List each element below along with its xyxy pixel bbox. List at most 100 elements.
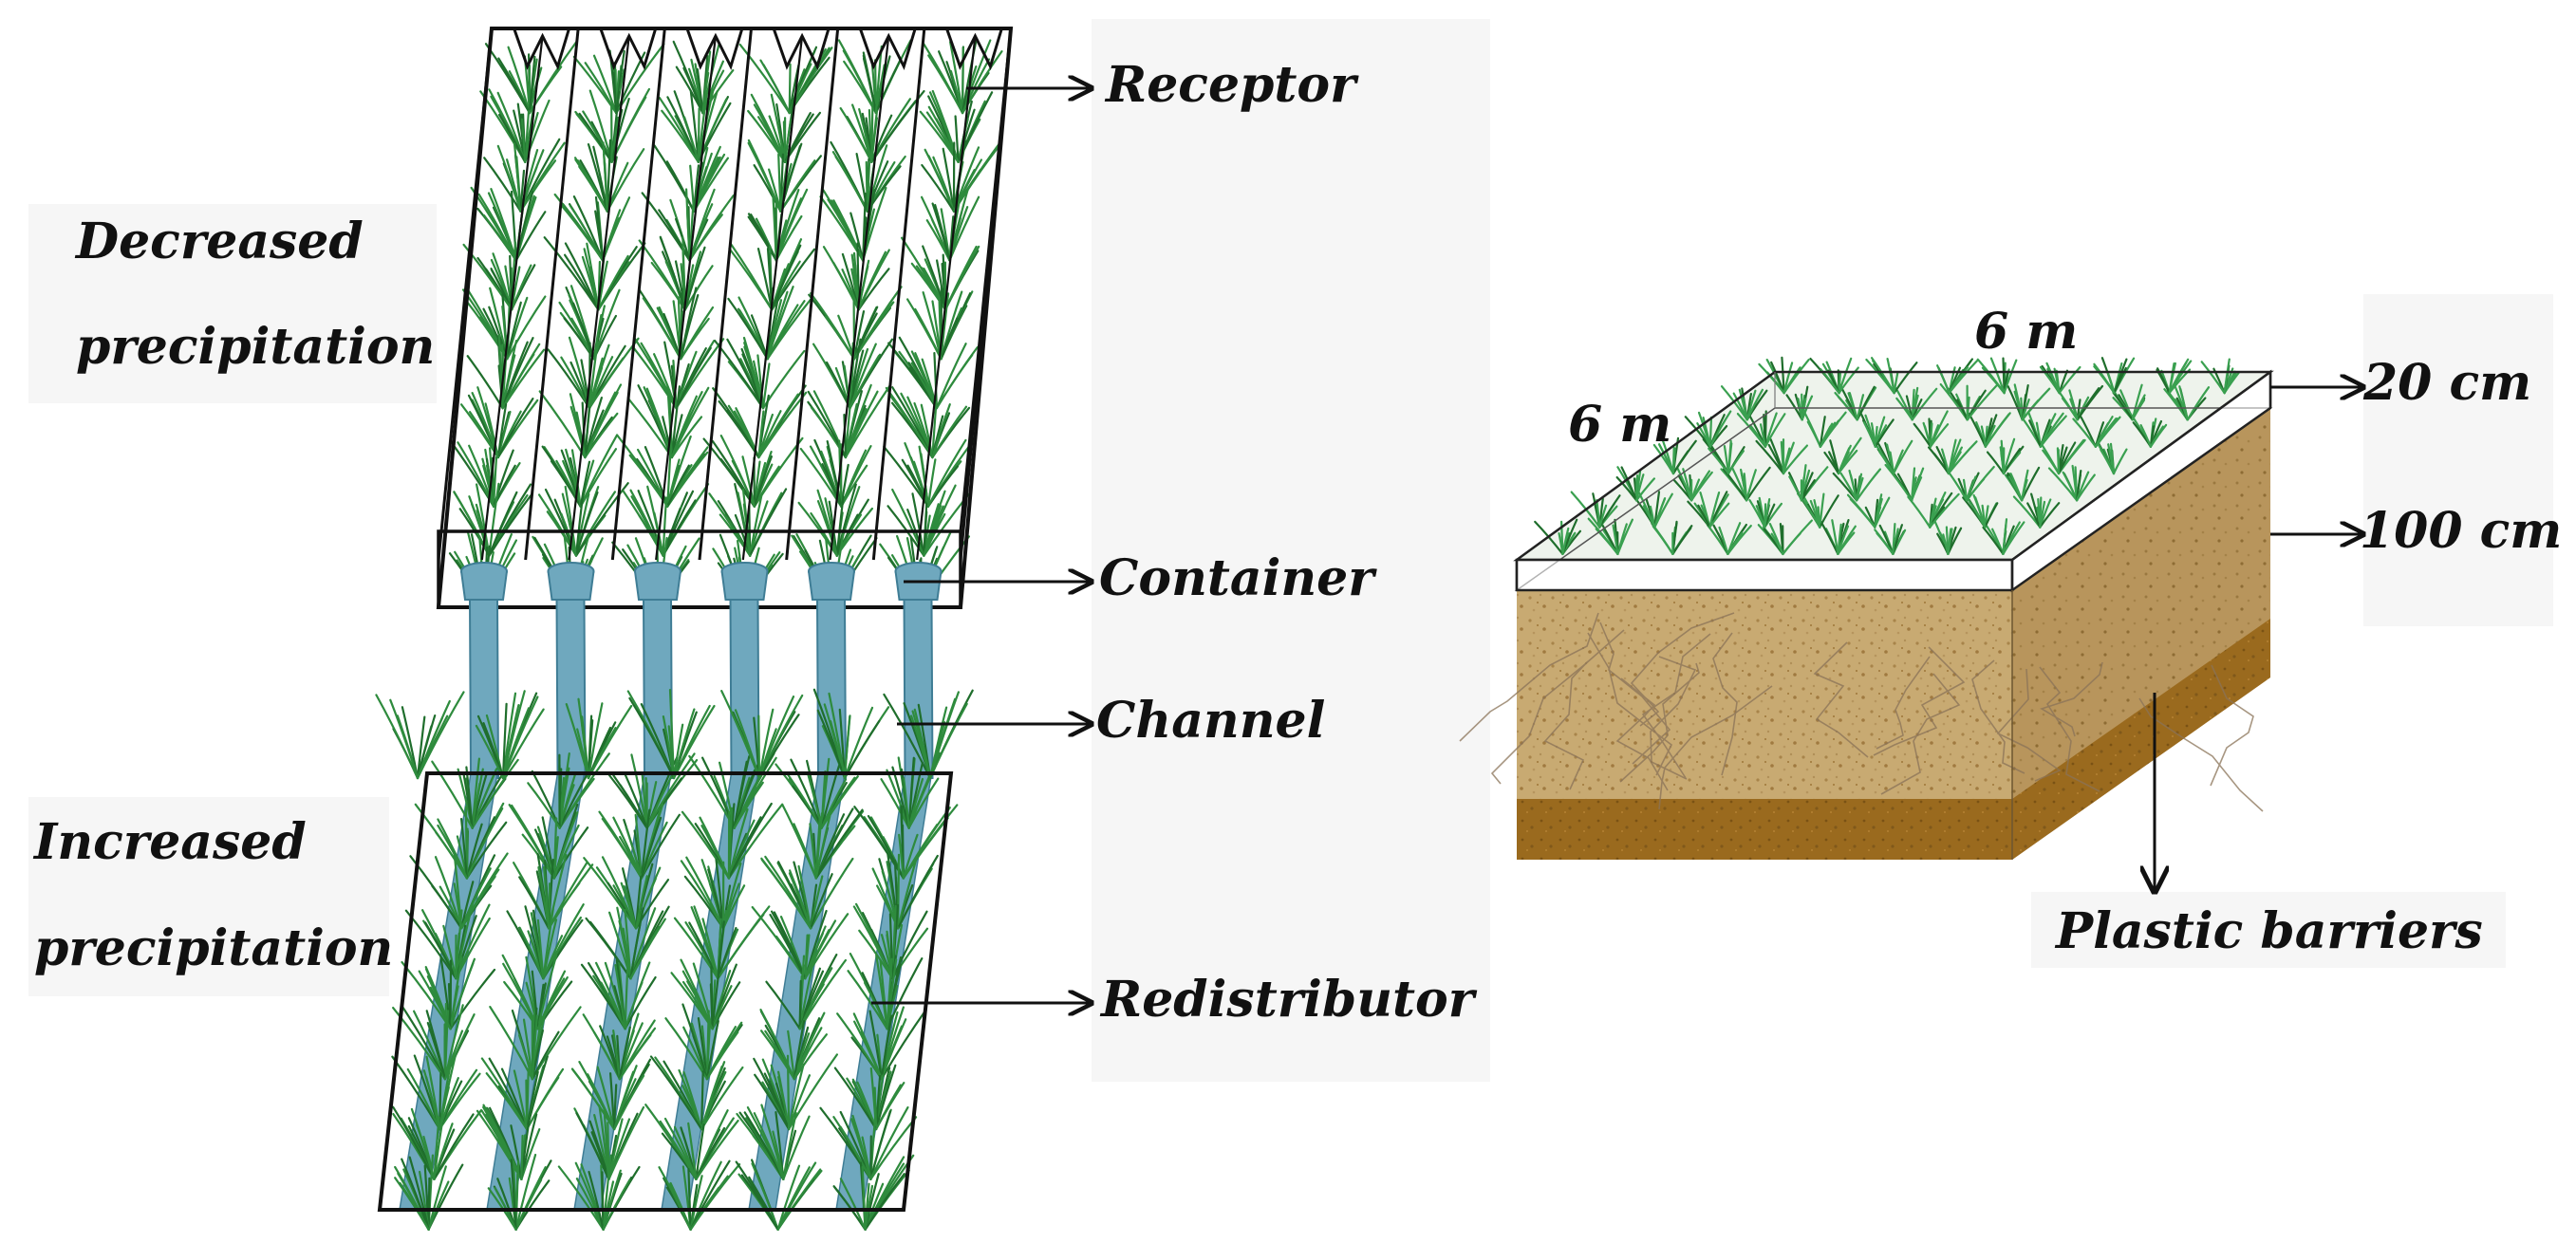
grass-tuft <box>541 434 619 508</box>
grass-tuft <box>1832 468 1881 502</box>
label-bg-barriers <box>2031 892 2506 968</box>
grass-tuft <box>1982 518 2025 555</box>
grass-tuft <box>1635 491 1673 529</box>
callout-container: Container <box>1099 549 1374 607</box>
container-cup-body <box>894 570 943 601</box>
grass-tuft <box>2004 466 2041 502</box>
grass-tuft <box>1748 496 1783 529</box>
label-bg-increased <box>28 797 389 996</box>
grass-tuft <box>626 689 716 780</box>
grass-tuft <box>822 242 890 311</box>
grass-tuft <box>1968 412 2011 448</box>
grass-tuft <box>906 286 974 361</box>
label-bg-callouts <box>1092 19 1490 1082</box>
root-strand <box>1619 662 1700 783</box>
grass-tuft <box>836 1006 927 1081</box>
soil-right-face <box>2012 408 2270 860</box>
grass-tuft <box>401 955 496 1030</box>
grass-tuft <box>1884 463 1925 502</box>
grass-tuft <box>1949 466 1995 502</box>
grass-tuft <box>480 1055 565 1131</box>
label-increased-line2: precipitation <box>34 919 394 977</box>
grass-tuft <box>2156 358 2193 395</box>
grass-tuft <box>832 1154 915 1231</box>
grass-tuft <box>885 386 971 459</box>
grass-tuft <box>570 1058 652 1131</box>
receptor-panel-edge <box>610 28 666 561</box>
container-tray <box>437 529 962 609</box>
grass-tuft <box>799 438 872 508</box>
callout-100cm: 100 cm <box>2360 502 2563 560</box>
barrier-frame <box>1513 369 2274 593</box>
grass-tuft <box>2093 357 2136 395</box>
grass-tuft <box>460 386 539 459</box>
root-strand <box>1813 641 1869 758</box>
grass-tuft <box>1865 357 1918 395</box>
grass-tuft <box>2012 492 2061 529</box>
grass-tuft <box>392 1105 483 1180</box>
left-callout-arrows <box>871 88 1092 1003</box>
container-cup-body <box>547 570 595 601</box>
callout-receptor: Receptor <box>1106 56 1356 114</box>
grass-tuft <box>736 1104 811 1180</box>
grass-tuft <box>1684 410 1732 448</box>
grass-tuft <box>714 336 806 410</box>
decreased-precipitation-plot <box>436 27 1014 609</box>
grass-tuft <box>537 482 629 557</box>
grass-tuft <box>1720 466 1771 502</box>
grass-tuft <box>1823 436 1862 475</box>
grass-tuft <box>1809 357 1859 395</box>
grass-tuft <box>2072 412 2121 448</box>
grass-tuft <box>887 336 979 410</box>
grass-tuft <box>1570 491 1621 529</box>
grass-tuft <box>1933 519 1963 555</box>
grass-tuft <box>2200 358 2240 395</box>
channel-tube <box>815 599 848 779</box>
soil-front-dark-layer <box>1517 799 2012 860</box>
grass-tuft <box>394 1154 464 1231</box>
grass-tuft <box>747 188 809 262</box>
receptor-ridge <box>829 35 890 561</box>
grass-tuft <box>638 287 715 361</box>
root-strand <box>1658 685 1773 810</box>
channel-tube <box>729 599 760 779</box>
grass-tuft <box>1874 439 1913 475</box>
grass-tuft <box>738 44 833 115</box>
grass-tuft <box>728 238 815 311</box>
receptor-panel-edge <box>871 28 926 561</box>
grass-tuft <box>553 193 631 262</box>
grass-tuft <box>1858 411 1895 448</box>
label-decreased-line2: precipitation <box>76 318 436 376</box>
container-cup-body <box>720 570 769 601</box>
grass-tuft <box>2037 438 2086 475</box>
grass-tuft <box>673 905 771 980</box>
grass-tuft <box>483 138 566 213</box>
grass-tuft <box>2039 362 2081 395</box>
grass-tuft <box>883 437 977 508</box>
grass-tuft <box>2096 441 2128 475</box>
grass-tuft <box>508 804 589 880</box>
container-cup-body <box>460 570 508 601</box>
grass-tuft <box>1652 436 1697 475</box>
root-strand <box>2138 697 2264 812</box>
grass-tuft <box>658 1160 741 1231</box>
grass-tuft <box>812 338 893 410</box>
grass-tuft <box>1755 438 1808 475</box>
root-strand <box>1880 673 1961 795</box>
grass-tuft <box>538 383 623 459</box>
label-increased-line1: Increased <box>34 813 307 871</box>
receptor-panel-edge <box>959 28 1013 561</box>
grass-tuft <box>720 690 804 780</box>
callout-redistributor: Redistributor <box>1101 971 1475 1029</box>
grass-tuft <box>837 39 912 115</box>
grass-tuft <box>847 953 924 1030</box>
grass-tuft <box>760 855 854 930</box>
grass-tuft <box>1672 466 1713 502</box>
receptor-ridge <box>480 35 544 561</box>
receptor-panel-edge <box>785 28 840 561</box>
grass-tuft <box>487 1153 552 1231</box>
grass-tuft <box>1846 493 1891 529</box>
root-strand <box>1641 633 1711 779</box>
grass-tuft <box>527 752 610 829</box>
